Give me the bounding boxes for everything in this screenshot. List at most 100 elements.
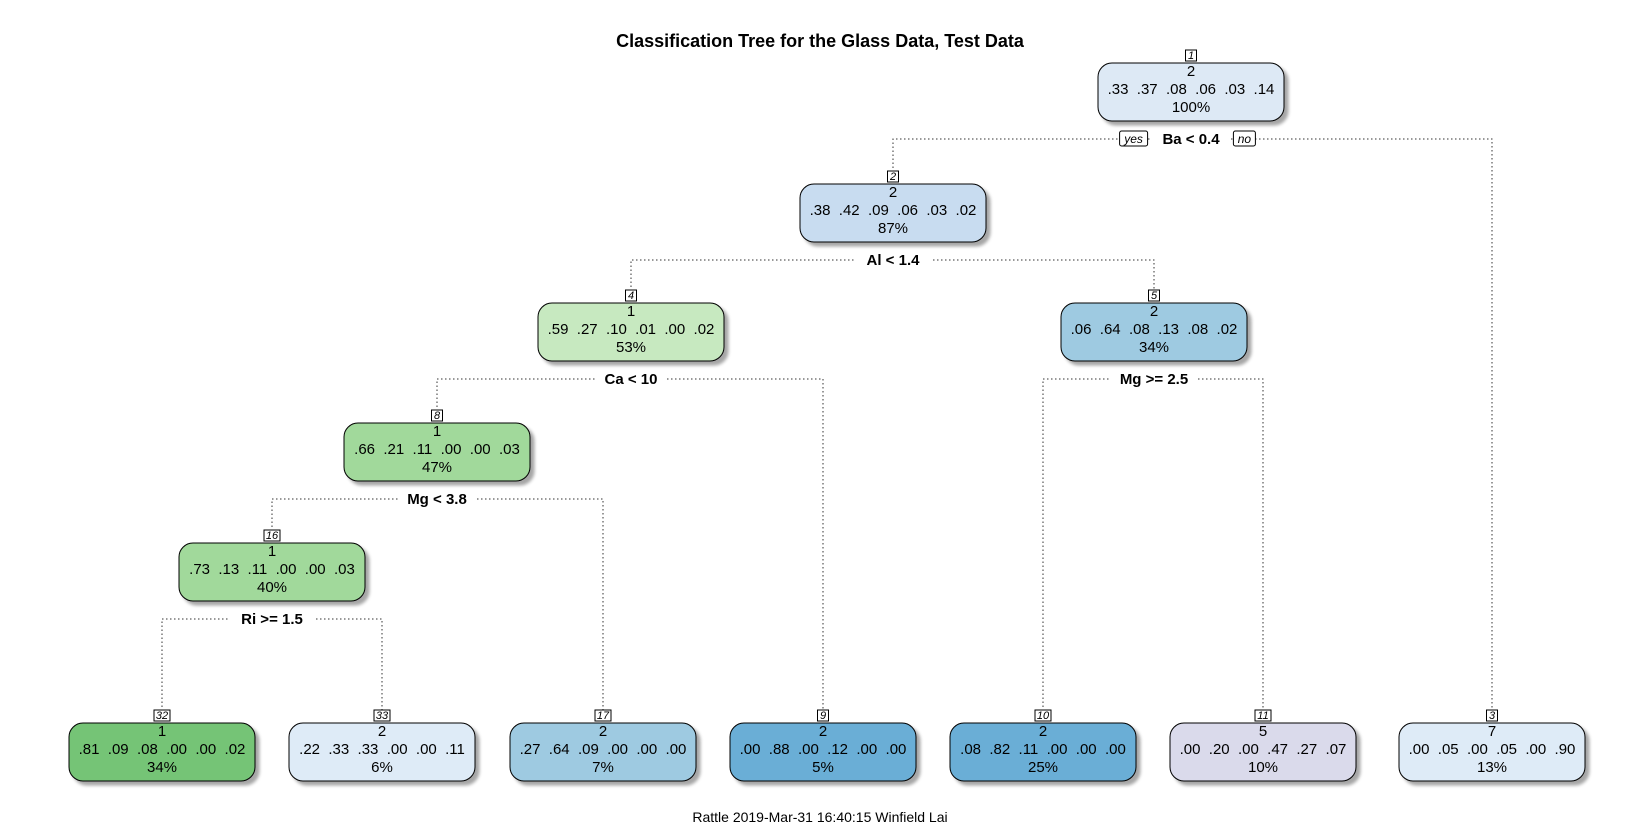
edge-2-5 <box>893 259 1155 291</box>
split-label-bg <box>1151 129 1231 149</box>
edge-16-32 <box>161 618 272 711</box>
edge-5-11 <box>1154 378 1264 711</box>
node-probs: .33 .37 .08 .06 .03 .14 <box>1108 81 1275 98</box>
node-number-box <box>153 709 171 722</box>
node-class: 2 <box>889 184 897 201</box>
node-box <box>68 722 256 782</box>
node-probs: .73 .13 .11 .00 .00 .03 <box>189 561 355 578</box>
node-class: 1 <box>268 543 276 560</box>
node-box <box>178 542 366 602</box>
node-box <box>1097 62 1285 122</box>
node-number: 8 <box>434 410 441 422</box>
node-class: 2 <box>599 723 607 740</box>
tree-node-9: 92.00 .88 .00 .12 .00 .005% <box>729 709 917 782</box>
split-label-bg <box>595 369 667 389</box>
split-label-bg <box>228 609 316 629</box>
node-class: 5 <box>1259 723 1267 740</box>
node-class: 2 <box>1150 303 1158 320</box>
node-box <box>1169 722 1357 782</box>
node-probs: .00 .20 .00 .47 .27 .07 <box>1180 741 1347 758</box>
node-percent: 7% <box>592 759 614 776</box>
split-label-bg <box>853 250 933 270</box>
edge-4-8 <box>436 378 631 411</box>
node-number: 9 <box>820 710 826 722</box>
node-number-box <box>431 409 443 422</box>
node-probs: .06 .64 .08 .13 .08 .02 <box>1071 321 1238 338</box>
node-probs: .27 .64 .09 .00 .00 .00 <box>520 741 687 758</box>
node-percent: 87% <box>878 220 908 237</box>
node-class: 1 <box>433 423 441 440</box>
node-number: 32 <box>156 710 168 722</box>
node-probs: .00 .05 .00 .05 .00 .90 <box>1409 741 1576 758</box>
split-label-bg <box>1110 369 1198 389</box>
yes-tag: yes <box>1123 132 1143 146</box>
node-probs: .38 .42 .09 .06 .03 .02 <box>810 202 977 219</box>
node-number-box <box>263 529 281 542</box>
node-number: 3 <box>1489 710 1496 722</box>
node-number-box <box>1034 709 1052 722</box>
node-number-box <box>817 709 829 722</box>
node-percent: 25% <box>1028 759 1058 776</box>
node-number: 17 <box>597 710 610 722</box>
node-number: 1 <box>1188 50 1194 62</box>
node-number: 4 <box>628 290 634 302</box>
node-class: 7 <box>1488 723 1496 740</box>
node-probs: .22 .33 .33 .00 .00 .11 <box>299 741 465 758</box>
node-probs: .81 .09 .08 .00 .00 .02 <box>79 741 246 758</box>
split-label-node-16: Ri >= 1.5 <box>241 611 303 628</box>
node-percent: 5% <box>812 759 834 776</box>
edge-5-10 <box>1042 378 1154 711</box>
node-probs: .00 .88 .00 .12 .00 .00 <box>740 741 907 758</box>
node-percent: 34% <box>147 759 177 776</box>
edge-1-2 <box>892 138 1191 172</box>
split-label-node-5: Mg >= 2.5 <box>1120 371 1188 388</box>
node-probs: .66 .21 .11 .00 .00 .03 <box>354 441 520 458</box>
node-number: 2 <box>889 171 896 183</box>
node-percent: 47% <box>422 459 452 476</box>
no-tag: no <box>1238 132 1252 146</box>
node-box <box>729 722 917 782</box>
node-percent: 6% <box>371 759 393 776</box>
node-percent: 100% <box>1172 99 1210 116</box>
node-number: 11 <box>1257 710 1268 722</box>
split-label-node-1: Ba < 0.4 <box>1162 131 1220 148</box>
yes-tag-box <box>1119 130 1149 147</box>
node-number: 16 <box>266 530 279 542</box>
node-number-box <box>594 709 612 722</box>
node-box <box>1398 722 1586 782</box>
node-number-box <box>1185 49 1197 62</box>
node-class: 2 <box>819 723 827 740</box>
node-percent: 53% <box>616 339 646 356</box>
node-class: 2 <box>378 723 386 740</box>
node-box <box>537 302 725 362</box>
tree-node-17: 172.27 .64 .09 .00 .00 .007% <box>509 709 697 782</box>
node-number: 10 <box>1037 710 1050 722</box>
node-class: 1 <box>627 303 635 320</box>
edge-16-33 <box>272 618 383 711</box>
node-percent: 34% <box>1139 339 1169 356</box>
node-number-box <box>1486 709 1498 722</box>
node-box <box>509 722 697 782</box>
split-label-node-2: Al < 1.4 <box>867 252 921 269</box>
node-number-box <box>625 289 637 302</box>
node-number-box <box>1148 289 1160 302</box>
node-percent: 40% <box>257 579 287 596</box>
node-class: 2 <box>1187 63 1195 80</box>
edge-4-9 <box>631 378 824 711</box>
no-tag-box <box>1232 130 1256 147</box>
node-percent: 13% <box>1477 759 1507 776</box>
chart-title: Classification Tree for the Glass Data, … <box>616 31 1025 51</box>
node-box <box>1060 302 1248 362</box>
node-number-box <box>1254 709 1272 722</box>
